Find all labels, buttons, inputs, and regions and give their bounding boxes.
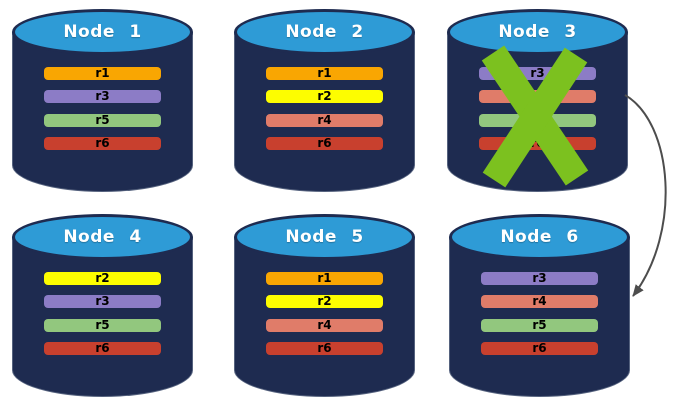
replica-label: r5 xyxy=(532,318,547,332)
replica-label: r2 xyxy=(95,271,110,285)
replica-bar: r5 xyxy=(44,114,161,127)
replica-bar: r6 xyxy=(481,342,598,355)
replica-bar: r6 xyxy=(266,342,383,355)
node-title: Node 2 xyxy=(285,22,364,42)
replica-bar: r1 xyxy=(266,67,383,80)
node-title: Node 1 xyxy=(63,22,142,42)
replica-label: r2 xyxy=(317,294,332,308)
replica-label: r6 xyxy=(95,341,110,355)
cylinder-top: Node 4 xyxy=(12,214,193,260)
failure-x-icon xyxy=(481,45,589,188)
node-title: Node 5 xyxy=(285,227,364,247)
cylinder-body xyxy=(234,32,415,192)
replica-bar: r1 xyxy=(266,272,383,285)
replica-label: r4 xyxy=(317,318,332,332)
replica-label: r6 xyxy=(317,136,332,150)
replica-label: r2 xyxy=(317,89,332,103)
replica-label: r4 xyxy=(317,113,332,127)
replica-bar: r3 xyxy=(44,90,161,103)
replica-bar: r6 xyxy=(266,137,383,150)
node-title: Node 3 xyxy=(498,22,577,42)
replica-label: r4 xyxy=(532,294,547,308)
cylinder-top: Node 3 xyxy=(447,9,628,55)
node-2: r1 r2 r4 r6 Node 2 xyxy=(234,8,415,192)
cylinder-body xyxy=(12,237,193,397)
cylinder-body xyxy=(234,237,415,397)
replica-bar: r2 xyxy=(266,90,383,103)
node-3: r3 r4 r5 r6 Node 3 xyxy=(447,8,628,192)
replica-bar: r2 xyxy=(44,272,161,285)
replica-bar: r4 xyxy=(266,114,383,127)
replica-label: r5 xyxy=(95,318,110,332)
node-5: r1 r2 r4 r6 Node 5 xyxy=(234,213,415,397)
replica-label: r3 xyxy=(530,66,545,80)
node-1: r1 r3 r5 r6 Node 1 xyxy=(12,8,193,192)
replica-bar: r2 xyxy=(266,295,383,308)
node-title: Node 6 xyxy=(500,227,579,247)
replica-label: r5 xyxy=(95,113,110,127)
replica-bar: r6 xyxy=(44,342,161,355)
replica-label: r1 xyxy=(95,66,110,80)
replica-label: r6 xyxy=(532,341,547,355)
replica-label: r6 xyxy=(95,136,110,150)
cylinder-body xyxy=(449,237,630,397)
node-6: r3 r4 r5 r6 Node 6 xyxy=(449,213,630,397)
replica-label: r3 xyxy=(95,89,110,103)
replica-label: r6 xyxy=(317,341,332,355)
replica-label: r3 xyxy=(532,271,547,285)
cylinder-top: Node 6 xyxy=(449,214,630,260)
replica-bar: r5 xyxy=(44,319,161,332)
replica-bar: r1 xyxy=(44,67,161,80)
replica-bar: r3 xyxy=(44,295,161,308)
replica-label: r1 xyxy=(317,271,332,285)
replica-label: r1 xyxy=(317,66,332,80)
cylinder-body xyxy=(12,32,193,192)
cylinder-top: Node 5 xyxy=(234,214,415,260)
replica-bar: r3 xyxy=(481,272,598,285)
replica-bar: r4 xyxy=(481,295,598,308)
replica-label: r3 xyxy=(95,294,110,308)
replica-bar: r5 xyxy=(481,319,598,332)
cylinder-top: Node 2 xyxy=(234,9,415,55)
replica-bar: r6 xyxy=(44,137,161,150)
node-4: r2 r3 r5 r6 Node 4 xyxy=(12,213,193,397)
node-title: Node 4 xyxy=(63,227,142,247)
cylinder-top: Node 1 xyxy=(12,9,193,55)
replica-bar: r4 xyxy=(266,319,383,332)
